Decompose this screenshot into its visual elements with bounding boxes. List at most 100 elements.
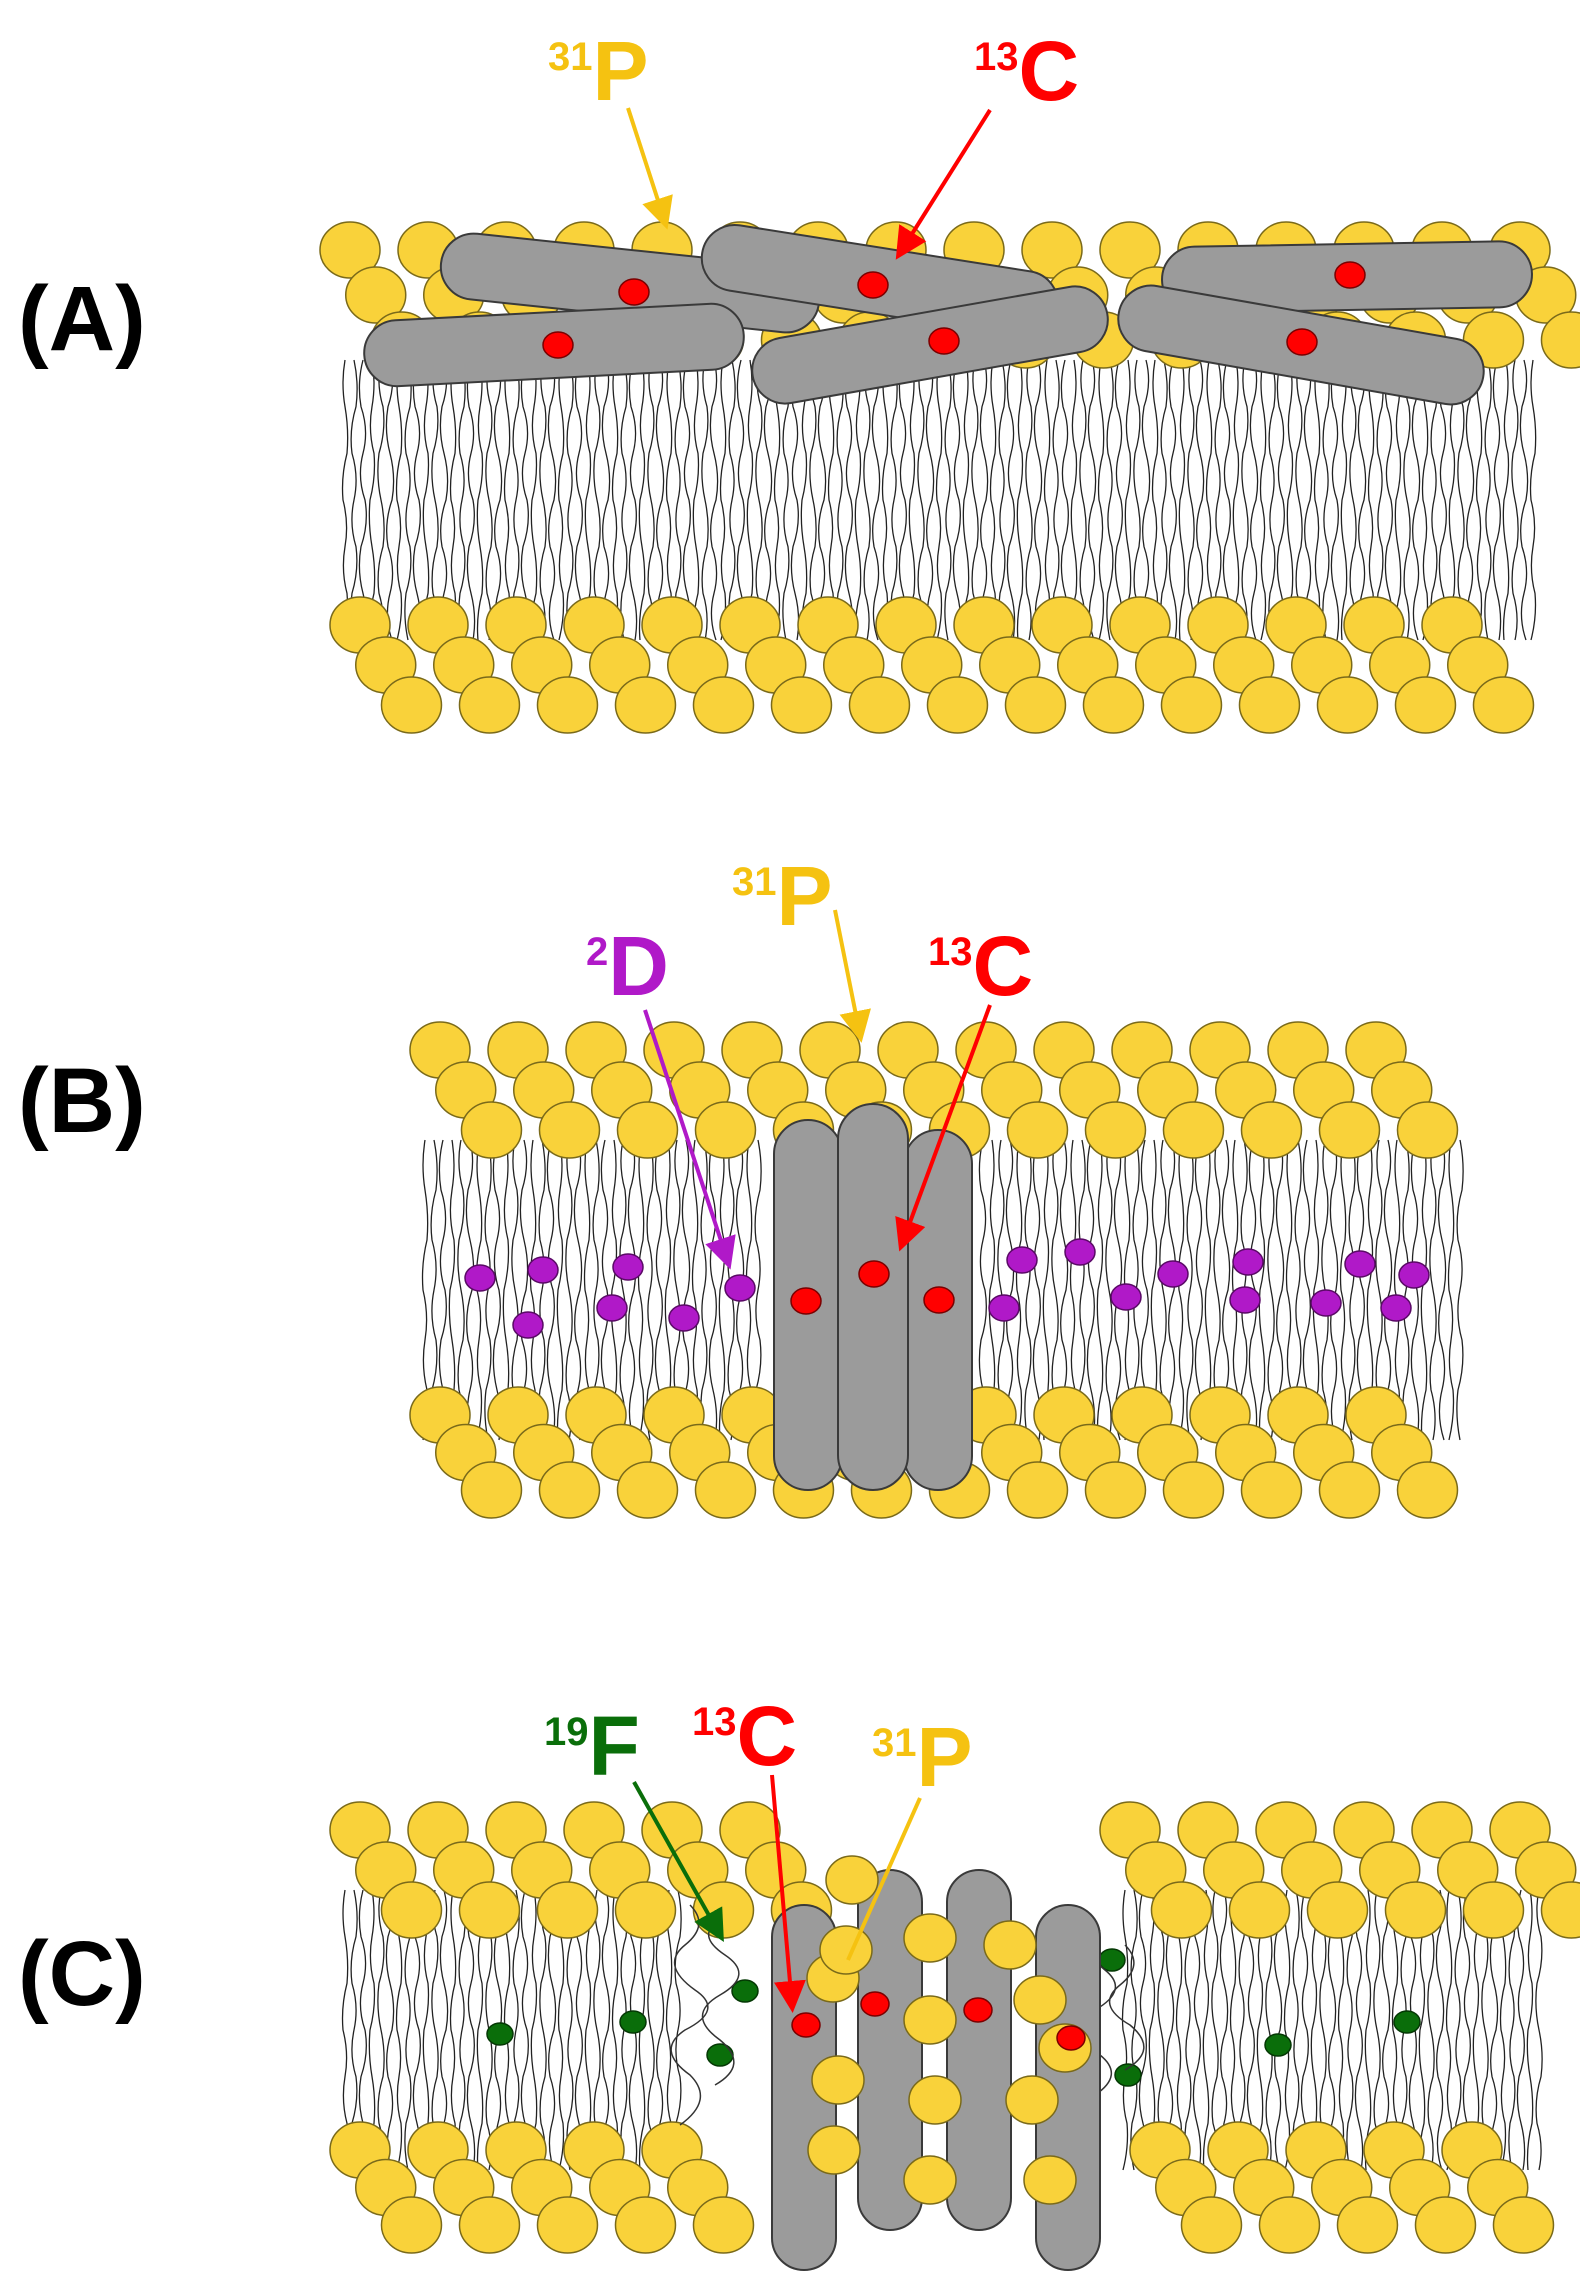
lipid-tail [1160,359,1168,641]
lipid-tail [368,1889,376,2171]
lipid-tail [746,359,754,641]
lipid-tail [539,359,547,641]
lipid-tail [1437,1139,1447,1441]
carbon-dot [791,2012,821,2038]
svg-text:13C: 13C [928,919,1033,1013]
lipid-tail [809,359,817,641]
lipid-tail [556,1139,564,1441]
lipid-tail [1151,359,1159,641]
lipid-tail [458,1889,466,2171]
lipid-tail [1214,359,1222,641]
lipid-tail [1273,1889,1283,2171]
lipid-tail [546,1139,556,1441]
lipid-tail [1096,1139,1104,1441]
lipid-head [616,1101,679,1159]
lipid-tail [1106,359,1114,641]
carbon-dot [542,331,574,359]
lipid-tail [1006,359,1016,641]
lipid-tail [565,1139,573,1441]
lipid-tail [1032,1139,1042,1441]
lipid-head [903,2155,957,2205]
arrow-carbon-c [770,1774,806,2013]
lipid-tail [1508,1889,1516,2171]
arrow-phosphorus-a [626,107,673,230]
lipid-tail [1205,359,1213,641]
disordered-tail [701,1919,740,2086]
lipid-head [1384,1881,1447,1939]
label-carbon-a: 13C [895,24,1079,260]
lipid-head [344,266,407,324]
lipid-tail [1070,359,1078,641]
lipid-tail [1435,1889,1445,2171]
lipid-tail [1130,1889,1138,2171]
lipid-head [319,221,381,279]
lipid-heads-bottom-a [329,596,1535,734]
lipid-head [1540,1881,1580,1939]
deuterium-dot [1310,1289,1342,1317]
lipid-tail [1340,359,1348,641]
lipid-head [908,2075,962,2125]
lipid-head [1099,221,1161,279]
lipid-tail [1232,359,1240,641]
carbon-dot [963,1997,993,2023]
lipid-tail [817,359,827,641]
lipid-head [614,1881,677,1939]
lipid-tail [1303,359,1313,641]
carbon-dot [1286,328,1318,356]
lipid-tail [1448,359,1456,641]
lipid-tail [358,359,368,641]
lipid-tail [449,359,457,641]
lipid-tail [1268,359,1276,641]
lipid-tail [1078,1139,1086,1441]
lipid-tail [350,359,358,641]
lipid-tail [1211,1889,1219,2171]
lipid-tail [573,1139,583,1441]
lipid-head [983,1920,1037,1970]
lipid-tail [773,359,781,641]
lipid-head [1336,2196,1399,2254]
lipid-tail [1249,359,1259,641]
lipid-tail [457,1139,465,1441]
lipid-tail [665,359,673,641]
svg-text:31P: 31P [548,24,649,118]
isotope-mass: 13 [928,930,973,974]
lipid-tail [728,359,736,641]
lipid-head [903,1913,957,1963]
isotope-mass: 13 [692,1700,737,1744]
lipid-head [1240,1101,1303,1159]
lipid-head [536,1881,599,1939]
lipid-head [536,676,599,734]
lipid-tail [530,1889,538,2171]
arrow-phosphorus-c [846,1797,922,1961]
lipid-head [1318,1461,1381,1519]
arrow-phosphorus-b [833,909,871,1043]
arrow-carbon-b [895,1004,992,1252]
lipid-head [848,676,911,734]
lipid-head [1162,1461,1225,1519]
lipid-tail [1420,1139,1428,1441]
label-phosphorus-c: 31P [846,1710,973,1961]
lipid-tail [1168,359,1178,641]
carbon-sites-c [791,1991,1086,2051]
panel-label-b: (B) [18,1050,146,1152]
deuterium-dot [1110,1283,1142,1311]
lipid-head [692,2196,755,2254]
lipid-tail [439,359,449,641]
lipid-head [1021,221,1083,279]
lipid-tail [610,1139,618,1441]
lipid-head [614,676,677,734]
lipid-tail [422,359,430,641]
fluorine-dot [1264,2033,1292,2057]
lipid-head [819,1925,873,1975]
lipid-tail [1259,359,1267,641]
lipid-tail [1312,1139,1320,1441]
carbon-dot [790,1287,822,1315]
lipid-tail [1087,359,1097,641]
lipid-head [1396,1461,1459,1519]
lipid-head [1084,1101,1147,1159]
lipid-tail [1526,1889,1534,2171]
lipid-tail [1114,359,1124,641]
lipid-tail [1376,359,1384,641]
isotope-mass: 13 [974,35,1019,79]
svg-text:13C: 13C [974,24,1079,118]
